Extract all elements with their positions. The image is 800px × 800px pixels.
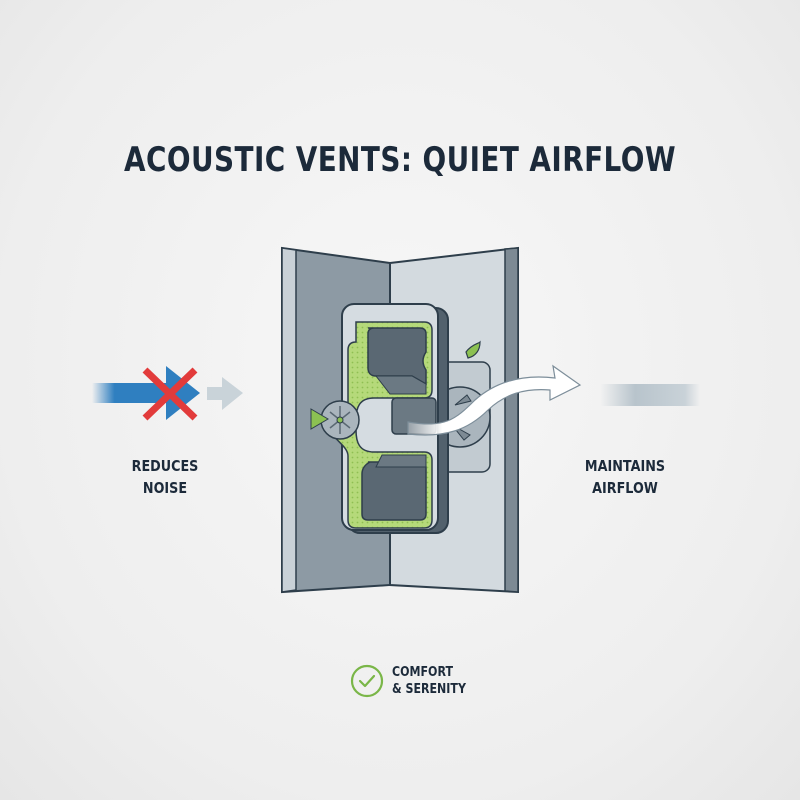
comfort-badge: COMFORT & SERENITY [350, 664, 479, 698]
airflow-arrow-icon [407, 364, 582, 436]
badge-line1: COMFORT [392, 665, 454, 680]
left-callout-line1: REDUCES [131, 457, 199, 475]
airflow-trail [600, 384, 700, 406]
right-callout-line2: AIRFLOW [592, 479, 658, 497]
badge-line2: & SERENITY [392, 682, 466, 697]
maintains-airflow-label: MAINTAINS AIRFLOW [570, 455, 681, 499]
left-callout-line2: NOISE [142, 479, 188, 497]
blocked-sound-arrow-icon [92, 366, 243, 421]
damper-dial [310, 400, 360, 440]
right-callout-line1: MAINTAINS [584, 457, 666, 475]
page-title: ACOUSTIC VENTS: QUIET AIRFLOW [124, 140, 676, 180]
check-circle-icon [350, 664, 384, 698]
reduces-noise-label: REDUCES NOISE [118, 455, 212, 499]
leaf-icon [465, 340, 481, 359]
